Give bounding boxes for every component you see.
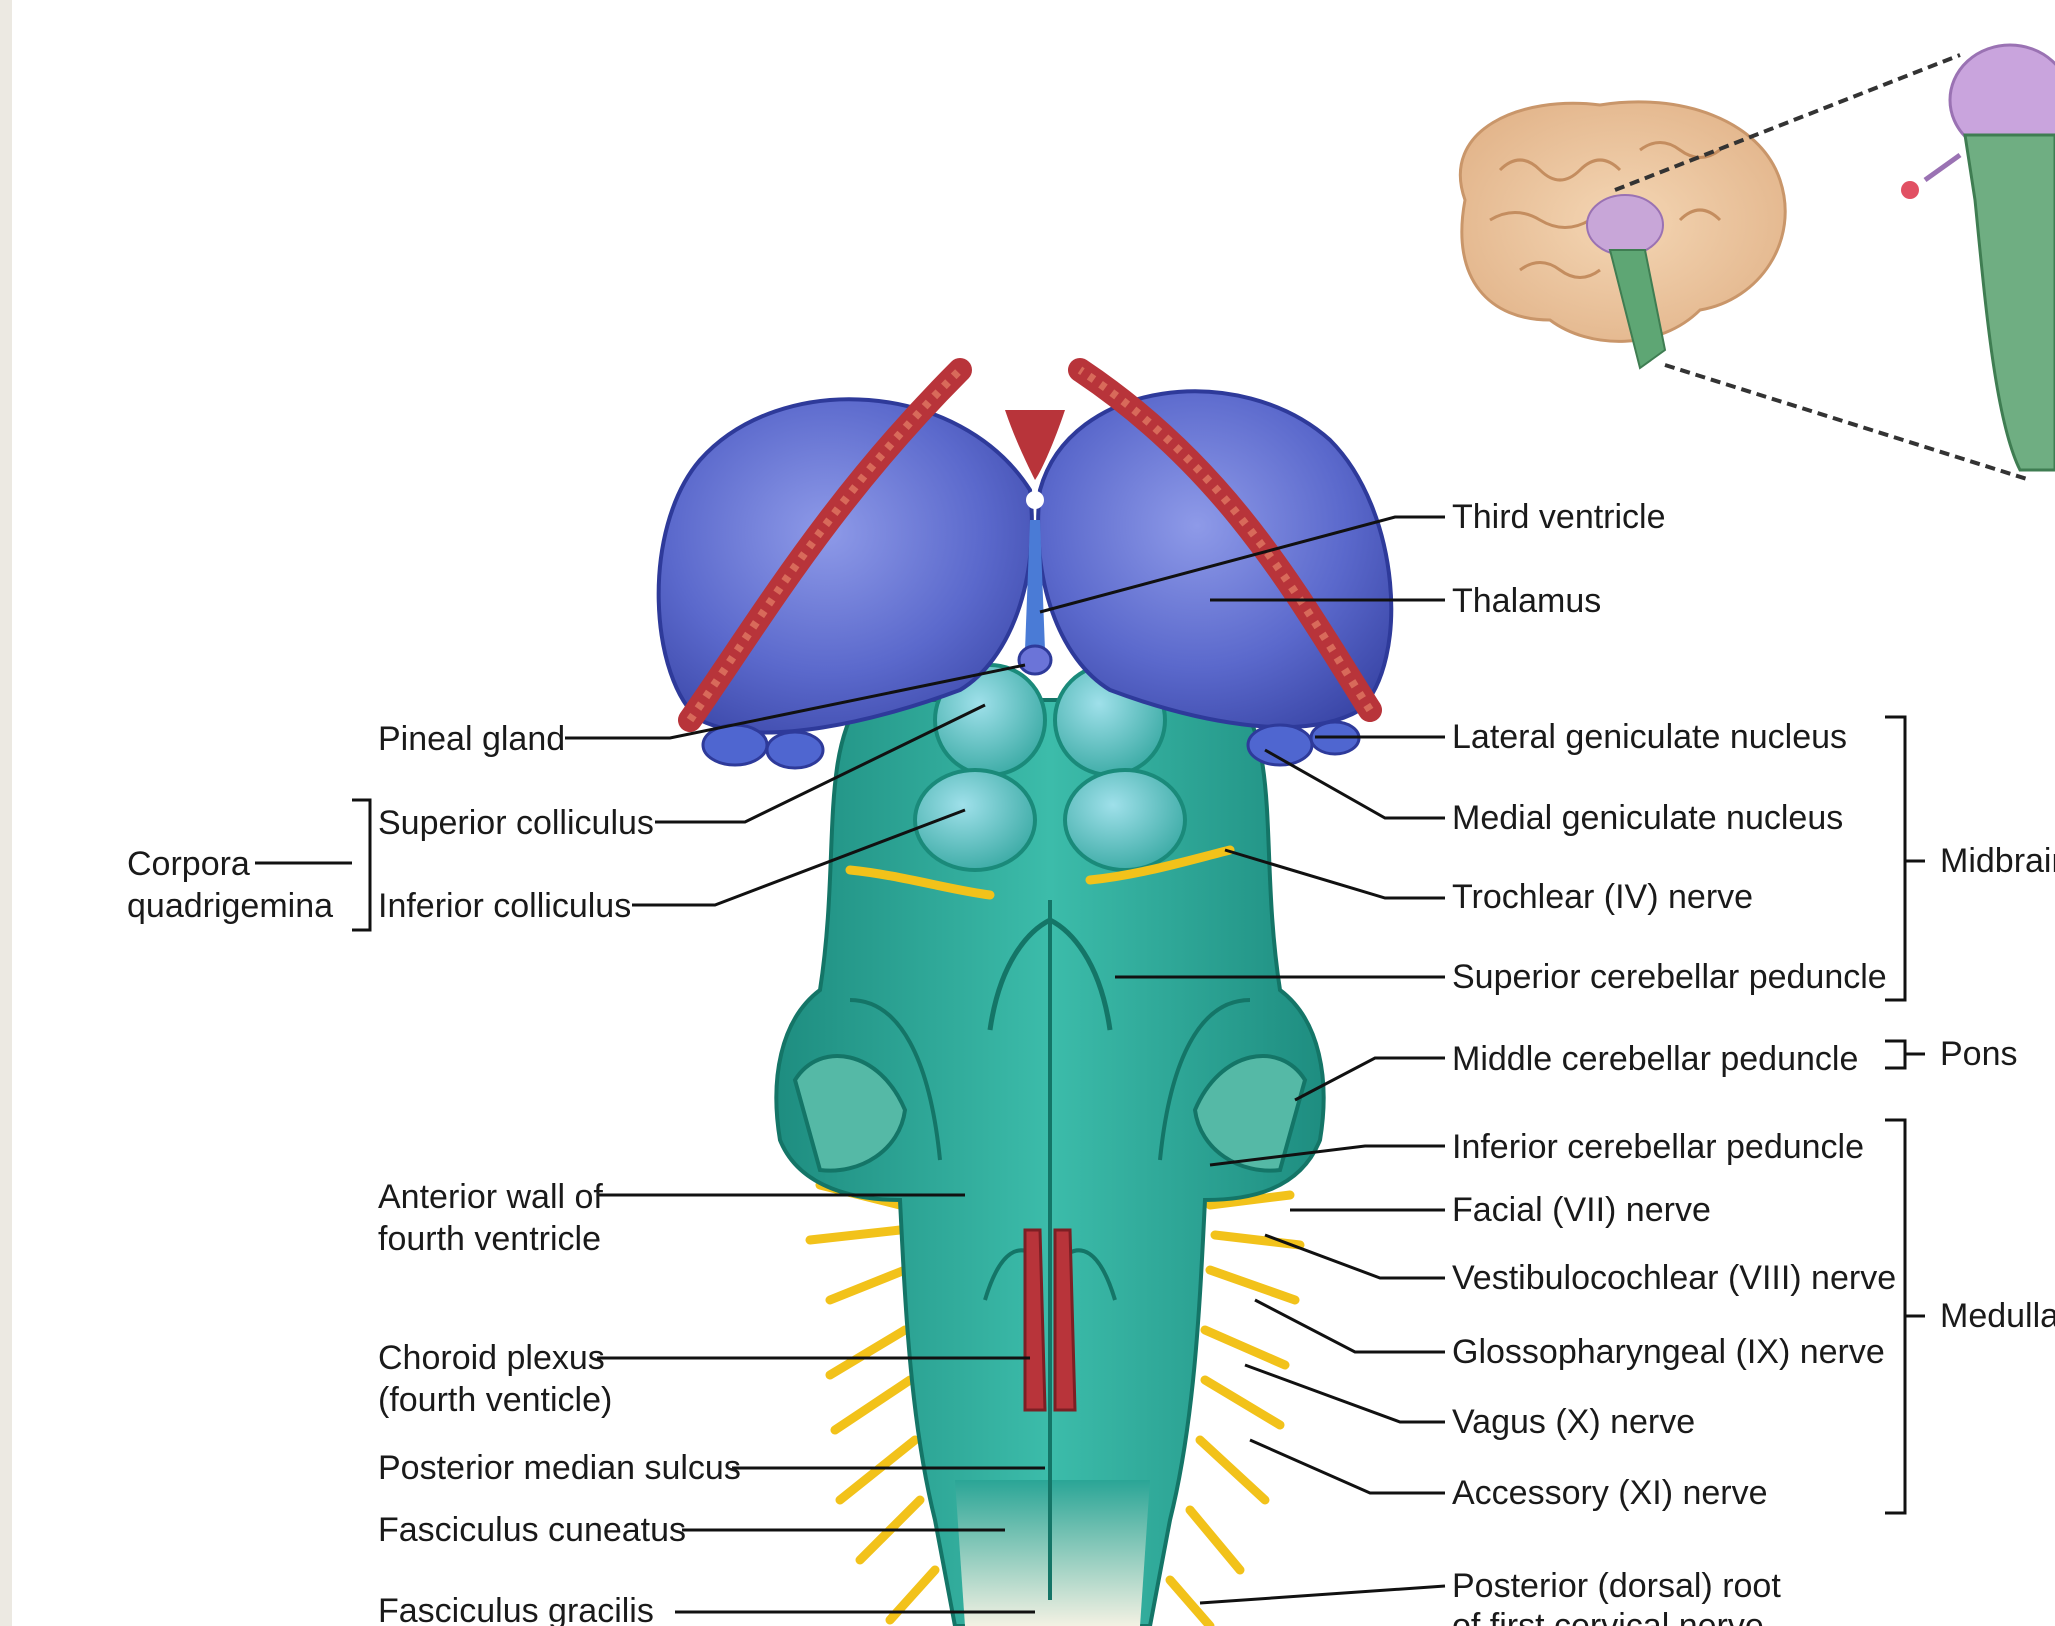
label-facial-nerve: Facial (VII) nerve — [1452, 1189, 1711, 1231]
label-middle-cerebellar-peduncle: Middle cerebellar peduncle — [1452, 1038, 1858, 1080]
label-choroid-plexus-line1: Choroid plexus — [378, 1337, 605, 1379]
label-vagus-nerve: Vagus (X) nerve — [1452, 1401, 1695, 1443]
label-accessory-nerve: Accessory (XI) nerve — [1452, 1472, 1768, 1514]
page-edge — [0, 0, 12, 1626]
label-anterior-wall-line1: Anterior wall of — [378, 1176, 603, 1218]
label-pineal-gland: Pineal gland — [378, 718, 565, 760]
label-thalamus: Thalamus — [1452, 580, 1601, 622]
label-posterior-root-line1: Posterior (dorsal) root — [1452, 1565, 1781, 1607]
label-third-ventricle: Third ventricle — [1452, 496, 1666, 538]
label-trochlear-nerve: Trochlear (IV) nerve — [1452, 876, 1753, 918]
label-inferior-colliculus: Inferior colliculus — [378, 885, 631, 927]
label-inferior-cerebellar-peduncle: Inferior cerebellar peduncle — [1452, 1126, 1864, 1168]
label-superior-cerebellar-peduncle: Superior cerebellar peduncle — [1452, 956, 1887, 998]
label-posterior-median-sulcus: Posterior median sulcus — [378, 1447, 741, 1489]
label-region-midbrain: Midbrain — [1940, 840, 2055, 882]
inset-brain-illustration — [1460, 45, 2055, 480]
label-superior-colliculus: Superior colliculus — [378, 802, 654, 844]
region-brackets — [1885, 717, 1925, 1513]
label-region-pons: Pons — [1940, 1033, 2018, 1075]
label-choroid-plexus-line2: (fourth venticle) — [378, 1379, 612, 1421]
label-corpora-line1: Corpora — [127, 843, 250, 885]
label-corpora-line2: quadrigemina — [127, 885, 333, 927]
label-lateral-geniculate-nucleus: Lateral geniculate nucleus — [1452, 716, 1847, 758]
label-region-medulla: Medulla — [1940, 1295, 2055, 1337]
label-vestibulocochlear-nerve: Vestibulocochlear (VIII) nerve — [1452, 1257, 1896, 1299]
label-fasciculus-cuneatus: Fasciculus cuneatus — [378, 1509, 686, 1551]
label-anterior-wall-line2: fourth ventricle — [378, 1218, 601, 1260]
label-posterior-root-line2: of first cervical nerve — [1452, 1605, 1764, 1626]
label-fasciculus-gracilis: Fasciculus gracilis — [378, 1590, 654, 1626]
label-medial-geniculate-nucleus: Medial geniculate nucleus — [1452, 797, 1843, 839]
label-glossopharyngeal-nerve: Glossopharyngeal (IX) nerve — [1452, 1331, 1885, 1373]
